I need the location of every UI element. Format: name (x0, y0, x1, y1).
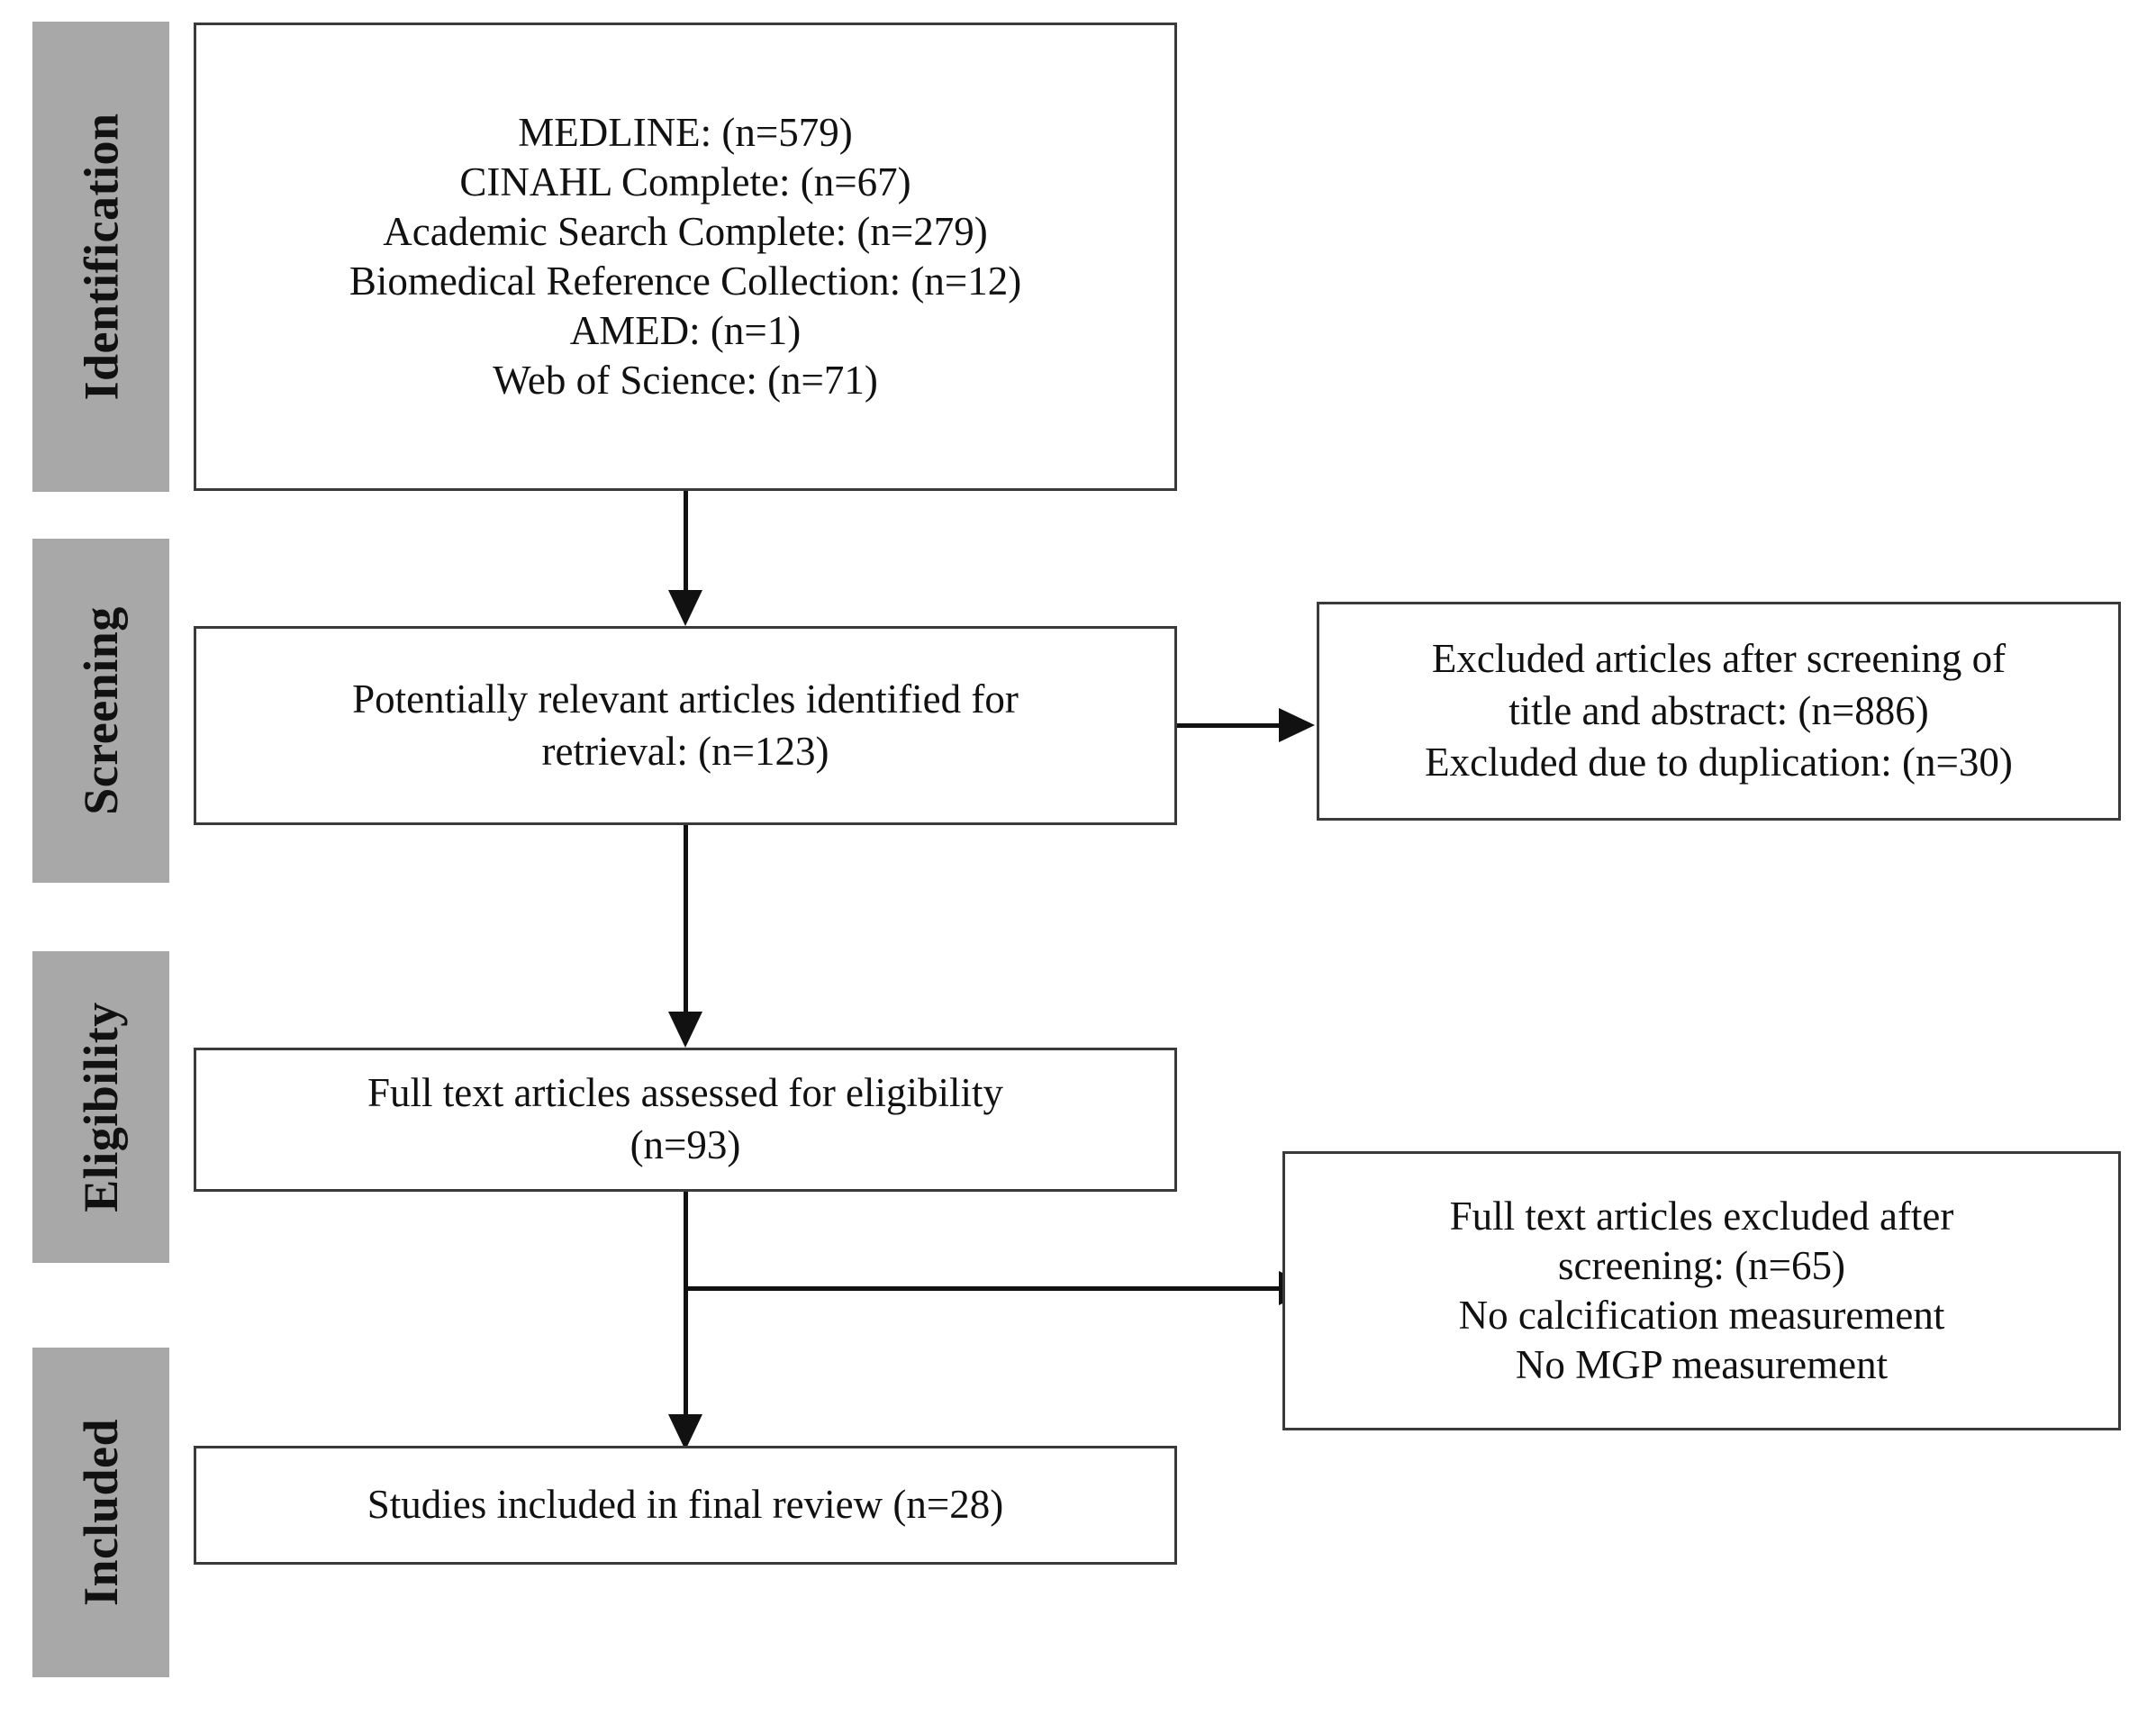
stage-label-identification: Identification (74, 113, 129, 401)
stage-bar-included: Included (32, 1348, 169, 1677)
source-line-cinahl: CINAHL Complete: (n=67) (459, 159, 911, 205)
retrieval-line-2: retrieval: (n=123) (541, 728, 829, 774)
excluded-screening-line-3: Excluded due to duplication: (n=30) (1425, 740, 2013, 785)
fulltext-excluded-line-2: screening: (n=65) (1557, 1243, 1846, 1289)
arrowhead-retrieval-to-excluded (1279, 708, 1315, 742)
connector-sources-to-retrieval (684, 491, 688, 597)
fulltext-assessed-line-1: Full text articles assessed for eligibil… (367, 1070, 1004, 1116)
fulltext-excluded-line-4: No MGP measurement (1515, 1341, 1889, 1387)
connector-retrieval-to-fulltext (684, 825, 688, 1019)
connector-fulltext-to-included (684, 1192, 688, 1424)
source-line-biomedical-reference: Biomedical Reference Collection: (n=12) (349, 259, 1022, 304)
arrowhead-sources-to-retrieval (668, 590, 702, 626)
arrowhead-fulltext-to-included (668, 1414, 702, 1450)
stage-label-included: Included (74, 1418, 128, 1607)
source-line-web-of-science: Web of Science: (n=71) (493, 357, 878, 403)
box-full-text-excluded: Full text articles excluded after screen… (1282, 1151, 2121, 1430)
source-line-academic-search: Academic Search Complete: (n=279) (383, 209, 988, 255)
arrowhead-retrieval-to-fulltext (668, 1012, 702, 1048)
fulltext-excluded-line-1: Full text articles excluded after (1449, 1194, 1954, 1239)
retrieval-line-1: Potentially relevant articles identified… (352, 676, 1019, 722)
connector-retrieval-to-excluded (1177, 723, 1283, 728)
box-full-text-assessed: Full text articles assessed for eligibil… (194, 1048, 1177, 1192)
stage-label-eligibility: Eligibility (74, 1002, 128, 1212)
fulltext-excluded-line-3: No calcification measurement (1458, 1293, 1945, 1338)
source-line-amed: AMED: (n=1) (569, 307, 802, 353)
source-line-medline: MEDLINE: (n=579) (518, 110, 853, 156)
stage-bar-eligibility: Eligibility (32, 951, 169, 1263)
connector-fulltext-to-excluded (684, 1286, 1283, 1291)
stage-label-screening: Screening (74, 606, 128, 815)
box-excluded-after-screening: Excluded articles after screening of tit… (1317, 602, 2121, 821)
excluded-screening-line-2: title and abstract: (n=886) (1508, 687, 1929, 733)
stage-bar-screening: Screening (32, 539, 169, 883)
box-studies-included: Studies included in final review (n=28) (194, 1446, 1177, 1565)
excluded-screening-line-1: Excluded articles after screening of (1431, 636, 2007, 682)
box-database-sources: MEDLINE: (n=579) CINAHL Complete: (n=67)… (194, 23, 1177, 491)
fulltext-assessed-line-2: (n=93) (630, 1122, 741, 1167)
stage-bar-identification: Identification (32, 22, 169, 492)
box-potentially-relevant: Potentially relevant articles identified… (194, 626, 1177, 825)
included-final-line-1: Studies included in final review (n=28) (367, 1482, 1004, 1528)
